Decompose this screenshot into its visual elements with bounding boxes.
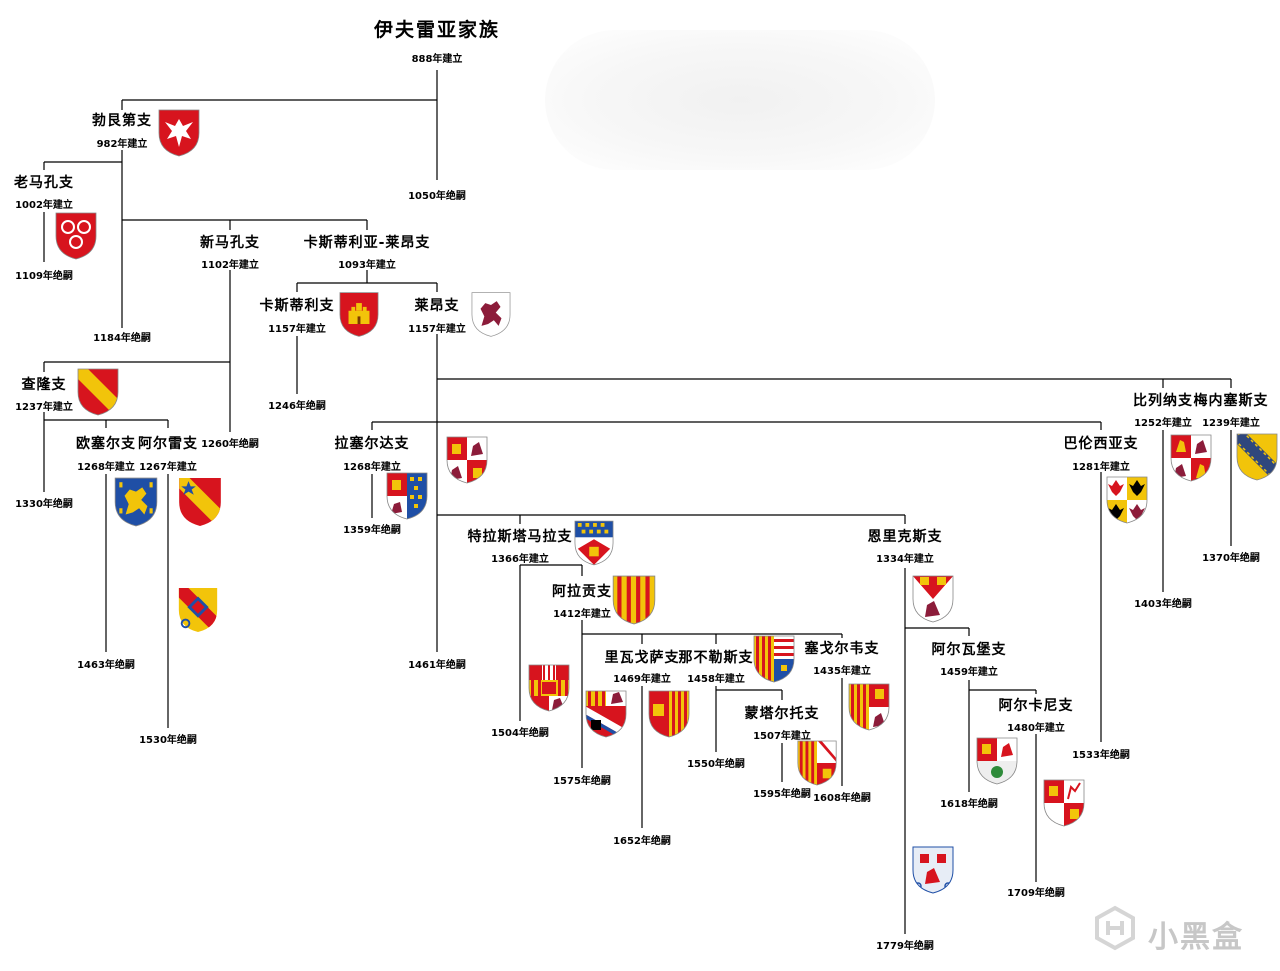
aragon-pales-shield-icon xyxy=(612,575,656,625)
branch-name: 老马孔支 xyxy=(14,175,74,191)
eagle-shield-icon xyxy=(158,109,200,157)
bend-shield-icon xyxy=(77,368,119,416)
castile-leon-shield-icon xyxy=(446,436,488,484)
branch-end: 1461年绝嗣 xyxy=(408,660,466,671)
branch-start: 1237年建立 xyxy=(15,402,73,413)
branch-name: 恩里克斯支 xyxy=(867,529,943,545)
roundels-shield-icon xyxy=(55,212,97,260)
branch-name: 勃艮第支 xyxy=(92,113,152,129)
branch-start: 1281年建立 xyxy=(1072,462,1130,473)
watermark-logo-icon xyxy=(1095,905,1135,951)
branch-end: 1330年绝嗣 xyxy=(15,499,73,510)
castle-shield-icon xyxy=(339,292,379,337)
branch-start: 1366年建立 xyxy=(491,554,549,565)
quartered-shield-icon xyxy=(386,472,428,520)
grand-arms-shield-icon xyxy=(528,664,570,712)
branch-start: 1252年建立 xyxy=(1134,418,1192,429)
knot-shield-icon xyxy=(178,587,218,633)
lion-shield-icon xyxy=(471,292,511,337)
meneses-shield-icon xyxy=(1236,433,1278,481)
branch-name: 梅内塞斯支 xyxy=(1193,393,1269,409)
branch-end: 1618年绝嗣 xyxy=(940,799,998,810)
branch-start: 1268年建立 xyxy=(77,462,135,473)
branch-end: 1359年绝嗣 xyxy=(343,525,401,536)
branch-end: 1260年绝嗣 xyxy=(201,439,259,450)
branch-end: 1403年绝嗣 xyxy=(1134,599,1192,610)
branch-end: 1184年绝嗣 xyxy=(93,333,151,344)
root-founded: 888年建立 xyxy=(411,54,463,65)
branch-end: 1533年绝嗣 xyxy=(1072,750,1130,761)
branch-end: 1652年绝嗣 xyxy=(613,836,671,847)
branch-end: 1595年绝嗣 xyxy=(753,789,811,800)
branch-start: 1435年建立 xyxy=(813,666,871,677)
branch-start: 1093年建立 xyxy=(338,260,396,271)
branch-name: 阿尔雷支 xyxy=(138,436,198,452)
branch-name: 里瓦戈萨支 xyxy=(604,650,680,666)
eagle-quartered-shield-icon xyxy=(1106,476,1148,524)
branch-start: 1157年建立 xyxy=(408,324,466,335)
branch-end: 1370年绝嗣 xyxy=(1202,553,1260,564)
complex-arms-shield-icon xyxy=(585,690,627,738)
enriquez-shield-icon xyxy=(912,575,954,623)
anchor-shield-icon xyxy=(912,846,954,894)
branch-end: 1504年绝嗣 xyxy=(491,728,549,739)
branch-name: 拉塞尔达支 xyxy=(334,436,410,452)
branch-end: 1608年绝嗣 xyxy=(813,793,871,804)
branch-name: 阿拉贡支 xyxy=(552,584,612,600)
watermark-text: 小黑盒 xyxy=(1148,920,1244,955)
branch-name: 塞戈尔韦支 xyxy=(804,641,880,657)
blurred-area xyxy=(545,30,935,170)
branch-name: 巴伦西亚支 xyxy=(1063,436,1139,452)
tree-title: 伊夫雷亚家族 xyxy=(373,19,501,41)
branch-name: 比列纳支 xyxy=(1133,393,1193,409)
branch-start: 1507年建立 xyxy=(753,731,811,742)
branch-name: 那不勒斯支 xyxy=(678,650,754,666)
branch-name: 欧塞尔支 xyxy=(76,436,136,452)
branch-end: 1575年绝嗣 xyxy=(553,776,611,787)
branch-start: 1480年建立 xyxy=(1007,723,1065,734)
branch-end: 1109年绝嗣 xyxy=(15,271,73,282)
branch-start: 1268年建立 xyxy=(343,462,401,473)
branch-name: 阿尔瓦堡支 xyxy=(931,642,1007,658)
branch-name: 卡斯蒂利亚-莱昂支 xyxy=(303,235,431,251)
trastamara-shield-icon xyxy=(574,520,614,566)
alcaniz-shield-icon xyxy=(1043,779,1085,827)
castle-pales-shield-icon xyxy=(648,690,690,738)
branch-start: 1267年建立 xyxy=(139,462,197,473)
branch-start: 1469年建立 xyxy=(613,674,671,685)
branch-start: 1459年建立 xyxy=(940,667,998,678)
branch-name: 蒙塔尔托支 xyxy=(744,706,820,722)
root-extinct: 1050年绝嗣 xyxy=(408,191,466,202)
branch-name: 阿尔卡尼支 xyxy=(998,698,1074,714)
bend-star-shield-icon xyxy=(179,478,221,526)
branch-start: 1458年建立 xyxy=(687,674,745,685)
branch-end: 1530年绝嗣 xyxy=(139,735,197,746)
branch-end: 1550年绝嗣 xyxy=(687,759,745,770)
branch-end: 1779年绝嗣 xyxy=(876,941,934,952)
naples-shield-icon xyxy=(753,635,795,683)
branch-start: 1239年建立 xyxy=(1202,418,1260,429)
branch-end: 1246年绝嗣 xyxy=(268,401,326,412)
lion-blue-shield-icon xyxy=(114,477,158,527)
branch-end: 1463年绝嗣 xyxy=(77,660,135,671)
branch-start: 1002年建立 xyxy=(15,200,73,211)
villena-shield-icon xyxy=(1170,434,1212,482)
branch-name: 莱昂支 xyxy=(414,298,460,314)
branch-name: 查隆支 xyxy=(21,377,67,393)
branch-name: 新马孔支 xyxy=(200,235,260,251)
branch-start: 982年建立 xyxy=(96,139,148,150)
branch-start: 1412年建立 xyxy=(553,609,611,620)
branch-name: 特拉斯塔马拉支 xyxy=(467,529,573,545)
branch-start: 1157年建立 xyxy=(268,324,326,335)
montalto-shield-icon xyxy=(797,740,837,786)
branch-start: 1334年建立 xyxy=(876,554,934,565)
branch-start: 1102年建立 xyxy=(201,260,259,271)
segorbe-shield-icon xyxy=(848,683,890,731)
alba-shield-icon xyxy=(976,737,1018,785)
branch-name: 卡斯蒂利支 xyxy=(259,298,335,314)
branch-end: 1709年绝嗣 xyxy=(1007,888,1065,899)
